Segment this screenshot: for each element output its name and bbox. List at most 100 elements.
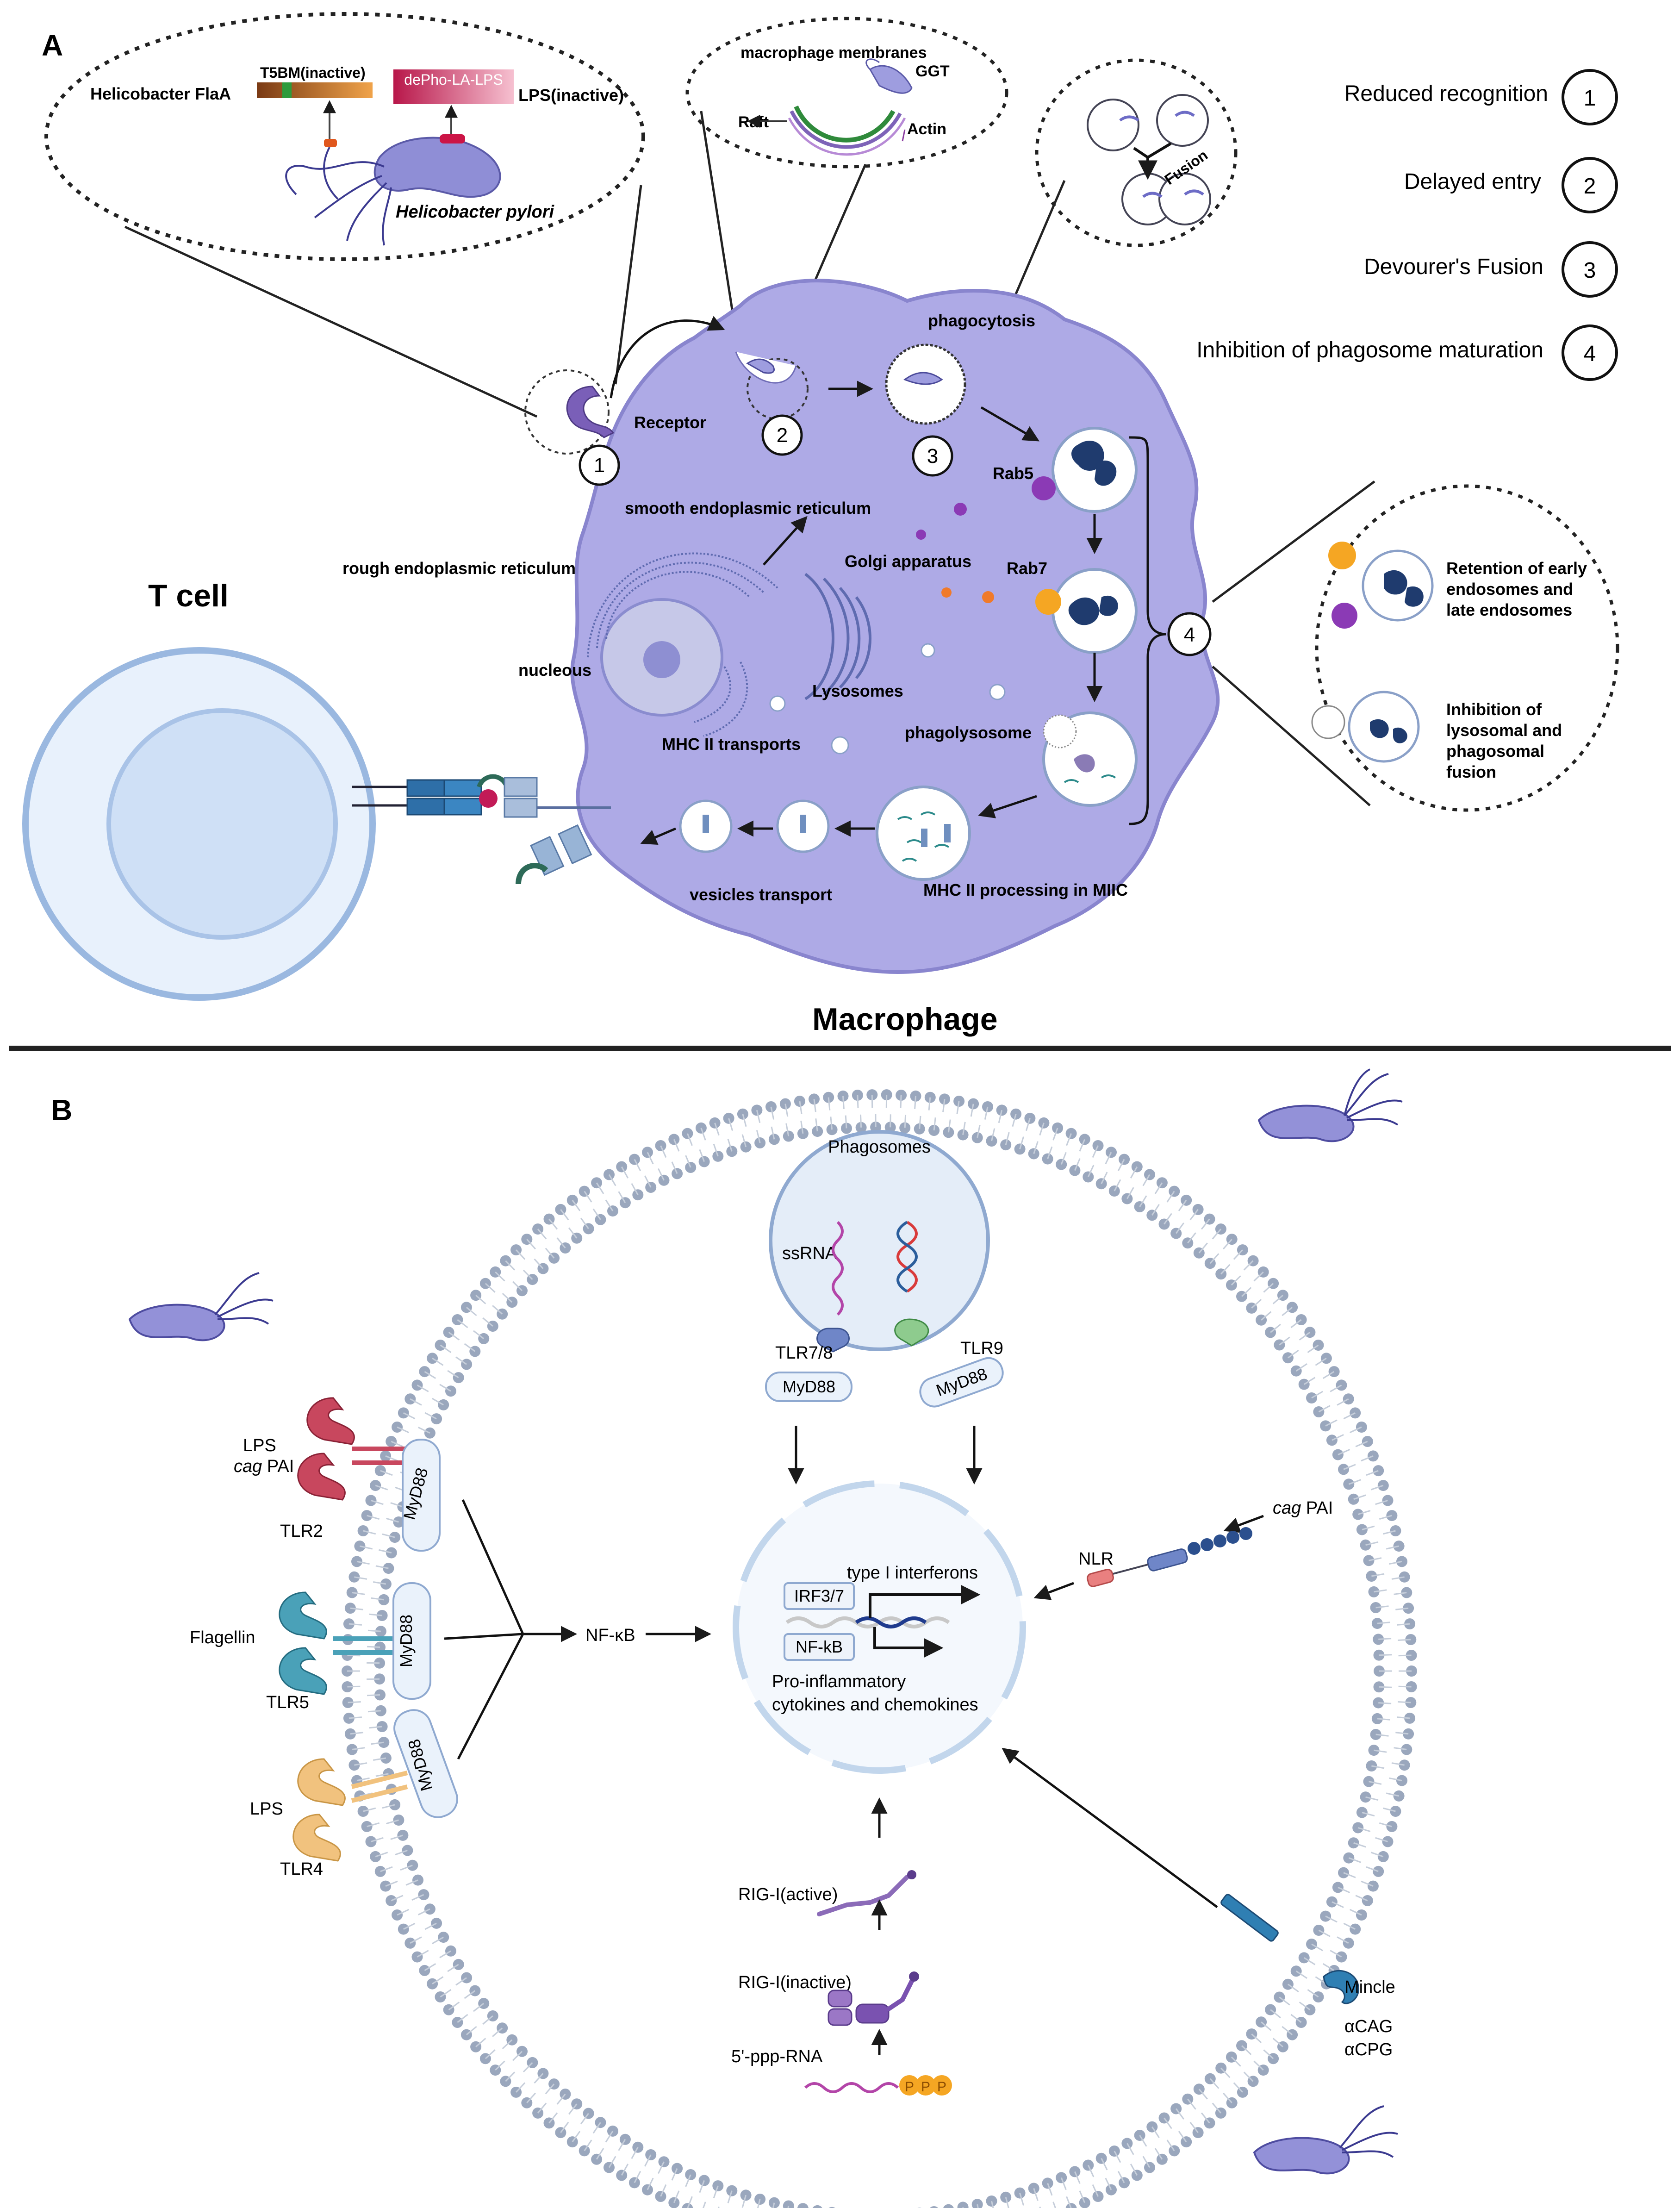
- lipid-tail: [1222, 1239, 1232, 1250]
- lipid-tail: [457, 1319, 468, 1329]
- lipid-tail: [485, 1283, 496, 1293]
- lipid-tail: [391, 1895, 404, 1902]
- lipid-head: [768, 2197, 780, 2208]
- lipid-tail: [1201, 1218, 1210, 1230]
- lipid-tail: [1005, 2197, 1009, 2208]
- maturation-bracket: [1129, 436, 1167, 825]
- lipid-tail: [673, 1139, 680, 1152]
- lipid-tail: [375, 1773, 389, 1777]
- lipid-tail: [713, 2185, 719, 2199]
- lipid-tail: [1139, 1195, 1147, 1207]
- lipid-tail: [1369, 1781, 1382, 1785]
- lipid-tail: [548, 1218, 558, 1230]
- lipid-tail: [448, 2002, 460, 2011]
- lipid-tail: [1332, 1901, 1344, 1908]
- nucleus-b-fill: [736, 1484, 1023, 1771]
- lipid-tail: [534, 1258, 544, 1269]
- lipid-tail: [1379, 1822, 1392, 1828]
- lipid-tail: [1101, 1172, 1108, 1184]
- lipid-tail: [1311, 1943, 1323, 1952]
- lipid-tail: [505, 1260, 516, 1271]
- lipid-tail: [1394, 1592, 1407, 1595]
- lipid-tail: [1303, 1377, 1316, 1385]
- free-bacterium-icon-1: [1257, 1068, 1403, 1142]
- lipid-tail: [1379, 1515, 1392, 1520]
- lipid-head: [783, 2200, 794, 2208]
- nlr-label: NLR: [1078, 1549, 1114, 1569]
- lipid-head: [1065, 2203, 1077, 2208]
- lipid-tail: [1282, 2026, 1293, 2035]
- lipid-tail: [1391, 1762, 1405, 1766]
- lipid-tail: [385, 1455, 398, 1462]
- lipid-tail: [347, 1654, 361, 1657]
- membrane-inset-border: [685, 17, 1008, 168]
- lipid-tail: [447, 1964, 459, 1972]
- lipid-tail: [1318, 1929, 1331, 1937]
- lipid-tail: [1164, 1213, 1172, 1225]
- lipid-tail: [756, 1110, 761, 1123]
- lipid-tail: [727, 1139, 733, 1152]
- proinflam-line-2: cytokines and chemokines: [772, 1695, 978, 1715]
- phosphate-2: [915, 2075, 936, 2096]
- lipid-tail: [660, 1145, 667, 1158]
- lipid-tail: [1272, 2038, 1283, 2047]
- lipid-tail: [1386, 1792, 1399, 1797]
- lipid-tail: [658, 1168, 665, 1181]
- lipid-tail: [495, 1271, 505, 1282]
- tlr4-complex: LPS TLR4 MyD88: [250, 1709, 458, 1879]
- lipid-tail: [1243, 2071, 1254, 2082]
- step3-num: 3: [927, 445, 938, 468]
- lipid-tail: [608, 1174, 616, 1186]
- phosphate-3: [932, 2075, 952, 2096]
- lipid-tail: [1166, 2139, 1175, 2152]
- lipid-tail: [424, 1371, 436, 1379]
- lipid-tail: [390, 1502, 403, 1508]
- lipid-tail: [1397, 1716, 1410, 1719]
- lipid-tail: [1074, 1158, 1081, 1171]
- lipid-tail: [991, 2201, 994, 2208]
- legend-text-4: Inhibition of phagosome maturation: [1196, 338, 1543, 362]
- lipid-tail: [568, 1227, 578, 1239]
- lipid-tail: [1025, 1118, 1031, 1131]
- lipid-tail: [1060, 1152, 1067, 1165]
- lipid-tail: [1307, 1989, 1319, 1998]
- myd88-box-tlr78: [765, 1372, 852, 1402]
- lipid-head: [682, 2203, 693, 2208]
- lipid-head: [943, 2204, 954, 2208]
- lipid-tail: [1322, 1963, 1335, 1971]
- lysosomes-label: Lysosomes: [812, 681, 903, 700]
- lipid-tail: [1233, 1249, 1243, 1260]
- lipid-tail: [455, 1977, 467, 1986]
- lipid-tail: [537, 1229, 547, 1240]
- legend-circle-2: [1562, 157, 1618, 213]
- inhibition-line-1: Inhibition of: [1446, 700, 1542, 719]
- lipid-tail: [1092, 2184, 1099, 2197]
- free-bacterium-icon-2: [128, 1272, 274, 1341]
- lipid-tail: [526, 1239, 536, 1250]
- lipid-tail: [962, 1122, 966, 1135]
- lipid-tail: [784, 1104, 789, 1117]
- step2-num: 2: [777, 424, 788, 447]
- lipid-tail: [757, 2199, 761, 2208]
- lipid-tail: [919, 1116, 921, 1129]
- tlr4-receptor-icon: [292, 1758, 346, 1862]
- nucleus-b: IRF3/7 NF-kB type I interferons Pro-infl…: [733, 1480, 1026, 1774]
- bacterium-callout-line-2: [614, 185, 642, 385]
- lipid-tail: [1261, 1311, 1272, 1321]
- rab7-marker: [1035, 589, 1061, 615]
- tlr2-receptor-icon: [297, 1397, 355, 1501]
- golgi-label: Golgi apparatus: [845, 552, 971, 571]
- lipid-tail: [534, 2073, 544, 2084]
- tlr9-label: TLR9: [960, 1339, 1003, 1358]
- lipid-tail: [405, 1879, 418, 1886]
- t-cell: T cell: [22, 578, 376, 1001]
- lipid-tail: [1166, 1191, 1175, 1203]
- lipid-tail: [933, 1117, 936, 1131]
- lipid-tail: [1315, 1358, 1327, 1366]
- lipid-tail: [1201, 2112, 1210, 2124]
- lipid-tail: [1366, 1470, 1379, 1476]
- lipid-tail: [382, 1804, 395, 1809]
- lipid-tail: [596, 1182, 604, 1194]
- retention-rab5-marker: [1332, 603, 1357, 629]
